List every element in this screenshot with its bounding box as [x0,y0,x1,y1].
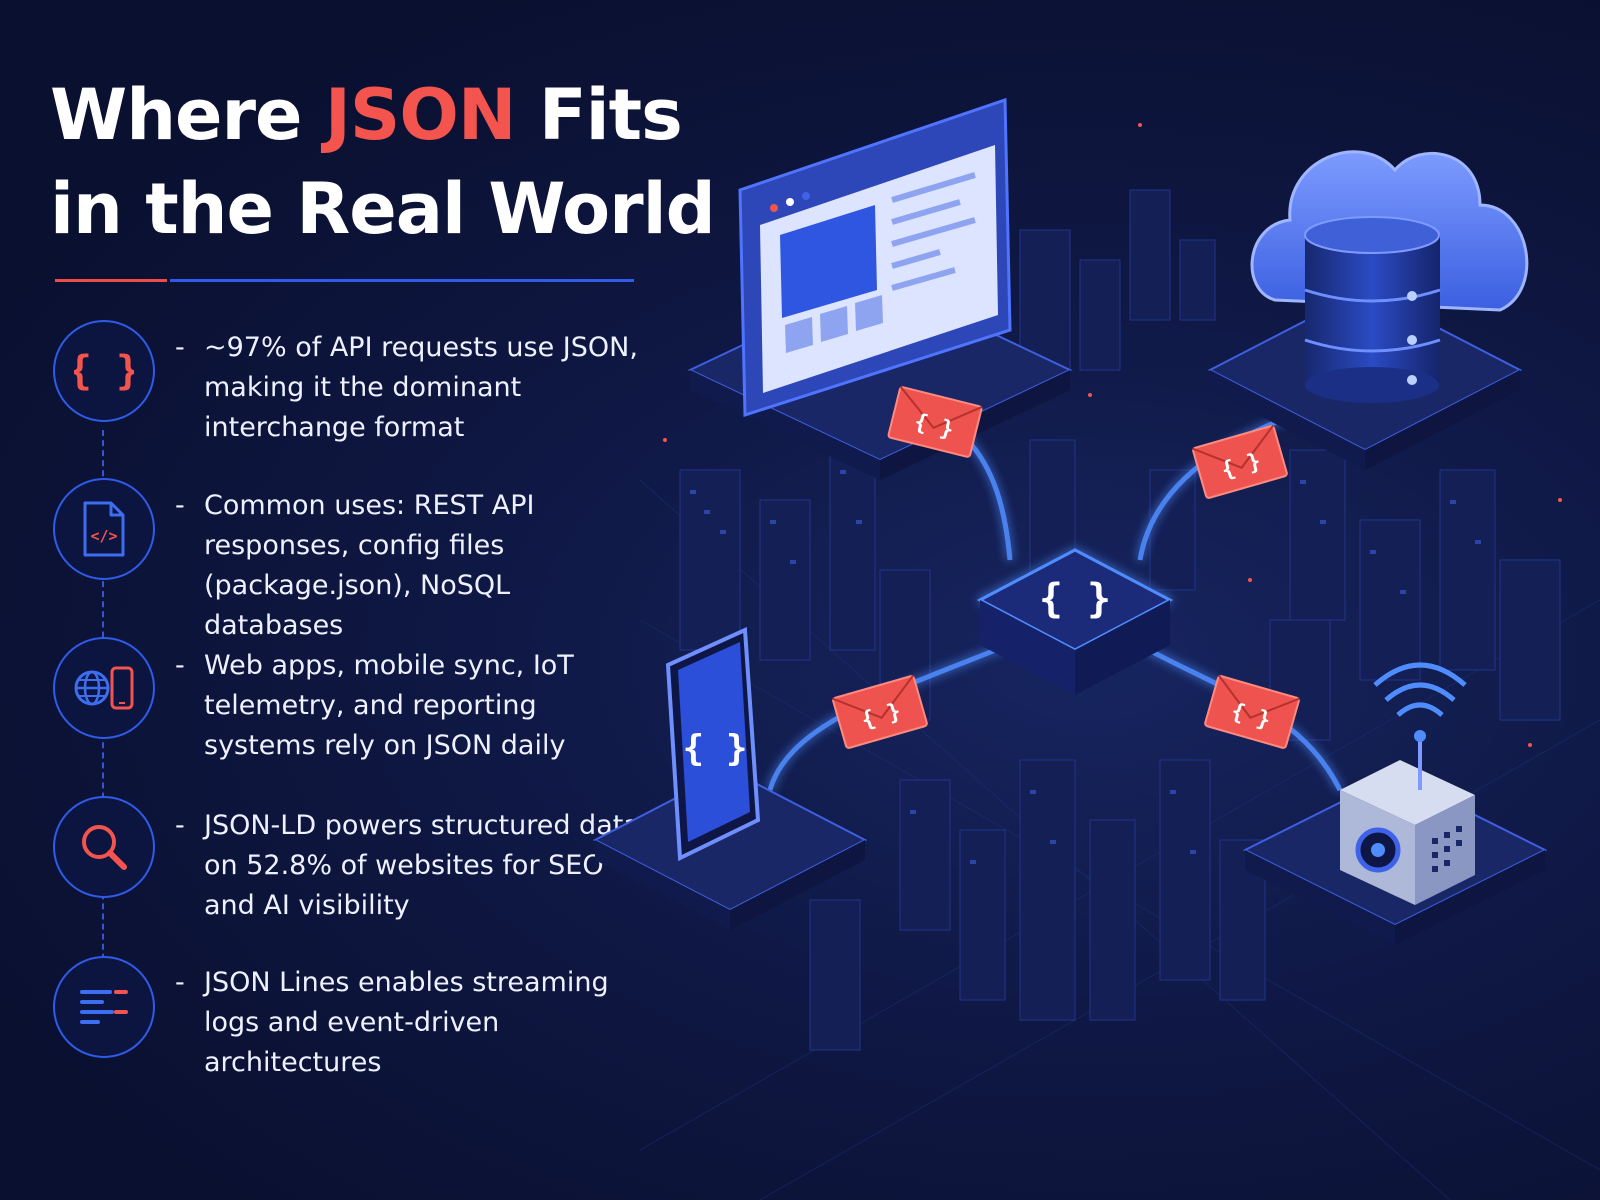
globe-phone-icon [53,637,155,739]
bullet-dash: - [175,490,185,521]
bullet-web-apps: - Web apps, mobile sync, IoT telemetry, … [175,646,645,766]
title-accent: JSON [324,74,517,156]
database-icon [1304,216,1441,403]
city-buildings [679,189,1561,1051]
bullet-text: Web apps, mobile sync, IoT telemetry, an… [204,650,574,761]
bullet-api-requests: - ~97% of API requests use JSON, making … [175,328,645,448]
monitor-screen [738,97,1012,418]
json-envelope: { } [1192,424,1288,499]
json-envelope: { } [1204,674,1300,749]
bullet-dash: - [175,810,185,841]
title-rest: Fits in the Real World [50,74,716,250]
title-lead: Where [50,74,325,156]
hub-braces: { } [1039,576,1111,622]
bullet-dash: - [175,967,185,998]
bullet-text: Common uses: REST API responses, config … [204,490,535,641]
log-lines-icon [53,956,155,1058]
title-underline-blue [170,279,634,282]
title-underline-red [55,279,167,282]
bullet-json-ld: - JSON-LD powers structured data on 52.8… [175,806,645,926]
json-envelope: { } [887,385,983,458]
bullet-dash: - [175,332,185,363]
bullet-json-lines: - JSON Lines enables streaming logs and … [175,963,645,1083]
bullet-text: JSON-LD powers structured data on 52.8% … [204,810,640,921]
json-envelope: { } [832,674,928,749]
json-hub: { } [976,548,1174,695]
phone-braces: { } [682,728,747,769]
search-icon [53,796,155,898]
curly-braces-icon: { } [53,320,155,422]
bullet-dash: - [175,650,185,681]
smartphone: { } [665,626,761,862]
bullet-text: JSON Lines enables streaming logs and ev… [204,967,609,1078]
svg-text:{ }: { } [74,348,134,394]
red-light-dots [663,123,1562,747]
phone-platform [592,768,868,930]
bullet-common-uses: - Common uses: REST API responses, confi… [175,486,645,646]
iot-camera-device [1340,662,1475,905]
code-file-icon: </> [53,478,155,580]
building-windows [690,470,1481,864]
svg-text:</>: </> [90,527,117,545]
bullet-text: ~97% of API requests use JSON, making it… [204,332,638,443]
page-title: Where JSON Fits in the Real World [50,68,770,256]
